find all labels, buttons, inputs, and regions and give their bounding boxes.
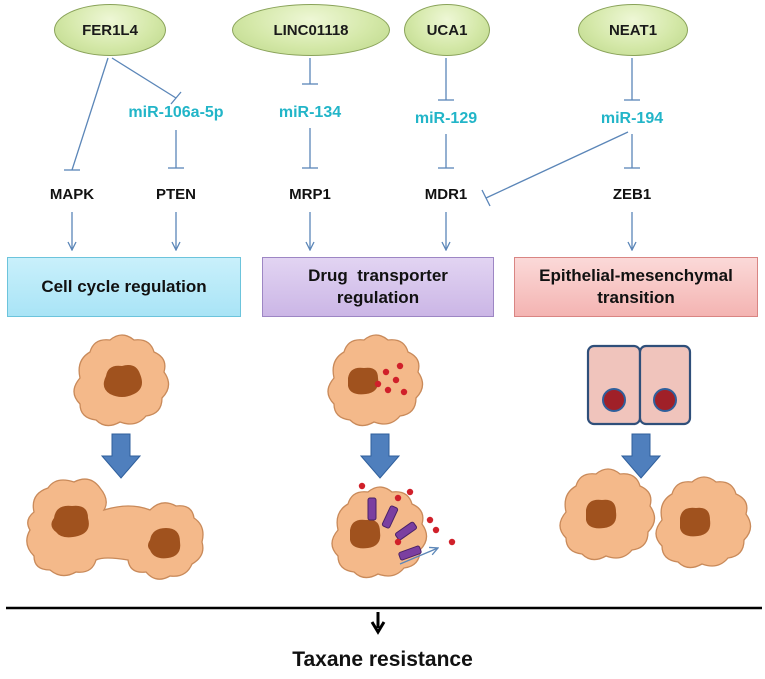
edge-mir194-mdr1: [485, 131, 629, 199]
edge-fer1l4-mapk: [71, 57, 109, 171]
dividing-nucleus-left: [51, 505, 89, 538]
epithelial-cell-left: [586, 344, 642, 426]
process-emt-box: Epithelial-mesenchymal transition: [514, 257, 758, 317]
gene-mdr1: MDR1: [424, 186, 468, 203]
lncrna-neat1: NEAT1: [578, 4, 688, 56]
tbar-mir194-mdr1: [481, 189, 491, 207]
epithelial-nucleus-left: [602, 388, 626, 412]
down-arrow-drug: [359, 433, 401, 479]
result-label: Taxane resistance: [292, 648, 473, 671]
process-drug-transporter-box: Drug transporter regulation: [262, 257, 494, 317]
mirna-mir-106a-5p: miR-106a-5p: [128, 104, 224, 121]
drug-dots-inside: [374, 362, 408, 396]
mesenchymal-nucleus-right: [680, 507, 711, 537]
mesenchymal-nucleus-left: [586, 499, 617, 529]
lncrna-linc01118: LINC01118: [232, 4, 390, 56]
process-cell-cycle-box: Cell cycle regulation: [7, 257, 241, 317]
mirna-mir-134: miR-134: [278, 104, 342, 121]
drug-cell-top-nucleus: [348, 367, 379, 395]
gene-zeb1: ZEB1: [612, 186, 652, 203]
mirna-mir-129: miR-129: [414, 110, 478, 127]
gene-mrp1: MRP1: [289, 186, 331, 203]
efflux-arrow: [399, 548, 438, 565]
single-nucleus: [103, 365, 142, 397]
down-arrow-emt: [620, 433, 662, 479]
process-cell-cycle-label: Cell cycle regulation: [41, 277, 207, 296]
drug-transporter-illustration: [327, 334, 456, 579]
mirna-mir-194: miR-194: [600, 110, 664, 127]
gene-pten: PTEN: [155, 186, 197, 203]
lncrna-uca1: UCA1: [404, 4, 490, 56]
lncrna-fer1l4: FER1L4: [54, 4, 166, 56]
edges: [64, 57, 640, 250]
dividing-nucleus-right: [148, 528, 181, 559]
epithelial-nucleus-right: [653, 388, 677, 412]
gene-mapk: MAPK: [49, 186, 95, 203]
epithelial-cell-right: [638, 344, 692, 426]
process-emt-label-line2: transition: [597, 288, 675, 307]
down-arrow-cell-cycle: [100, 433, 142, 479]
process-drug-label-line2: regulation: [336, 288, 420, 307]
drug-cell-bottom-nucleus: [350, 519, 381, 549]
edge-fer1l4-mir106a: [111, 57, 177, 99]
process-emt-label-line1: Epithelial-mesenchymal: [539, 266, 733, 285]
cell-cycle-illustration: [26, 334, 204, 580]
final-down-arrow: [370, 612, 386, 635]
transporter-proteins: [367, 497, 422, 561]
process-drug-label-line1: Drug transporter: [308, 266, 448, 285]
emt-illustration: [559, 344, 752, 569]
tbar-mir106a: [170, 91, 182, 105]
drug-dots-outside: [358, 482, 456, 546]
